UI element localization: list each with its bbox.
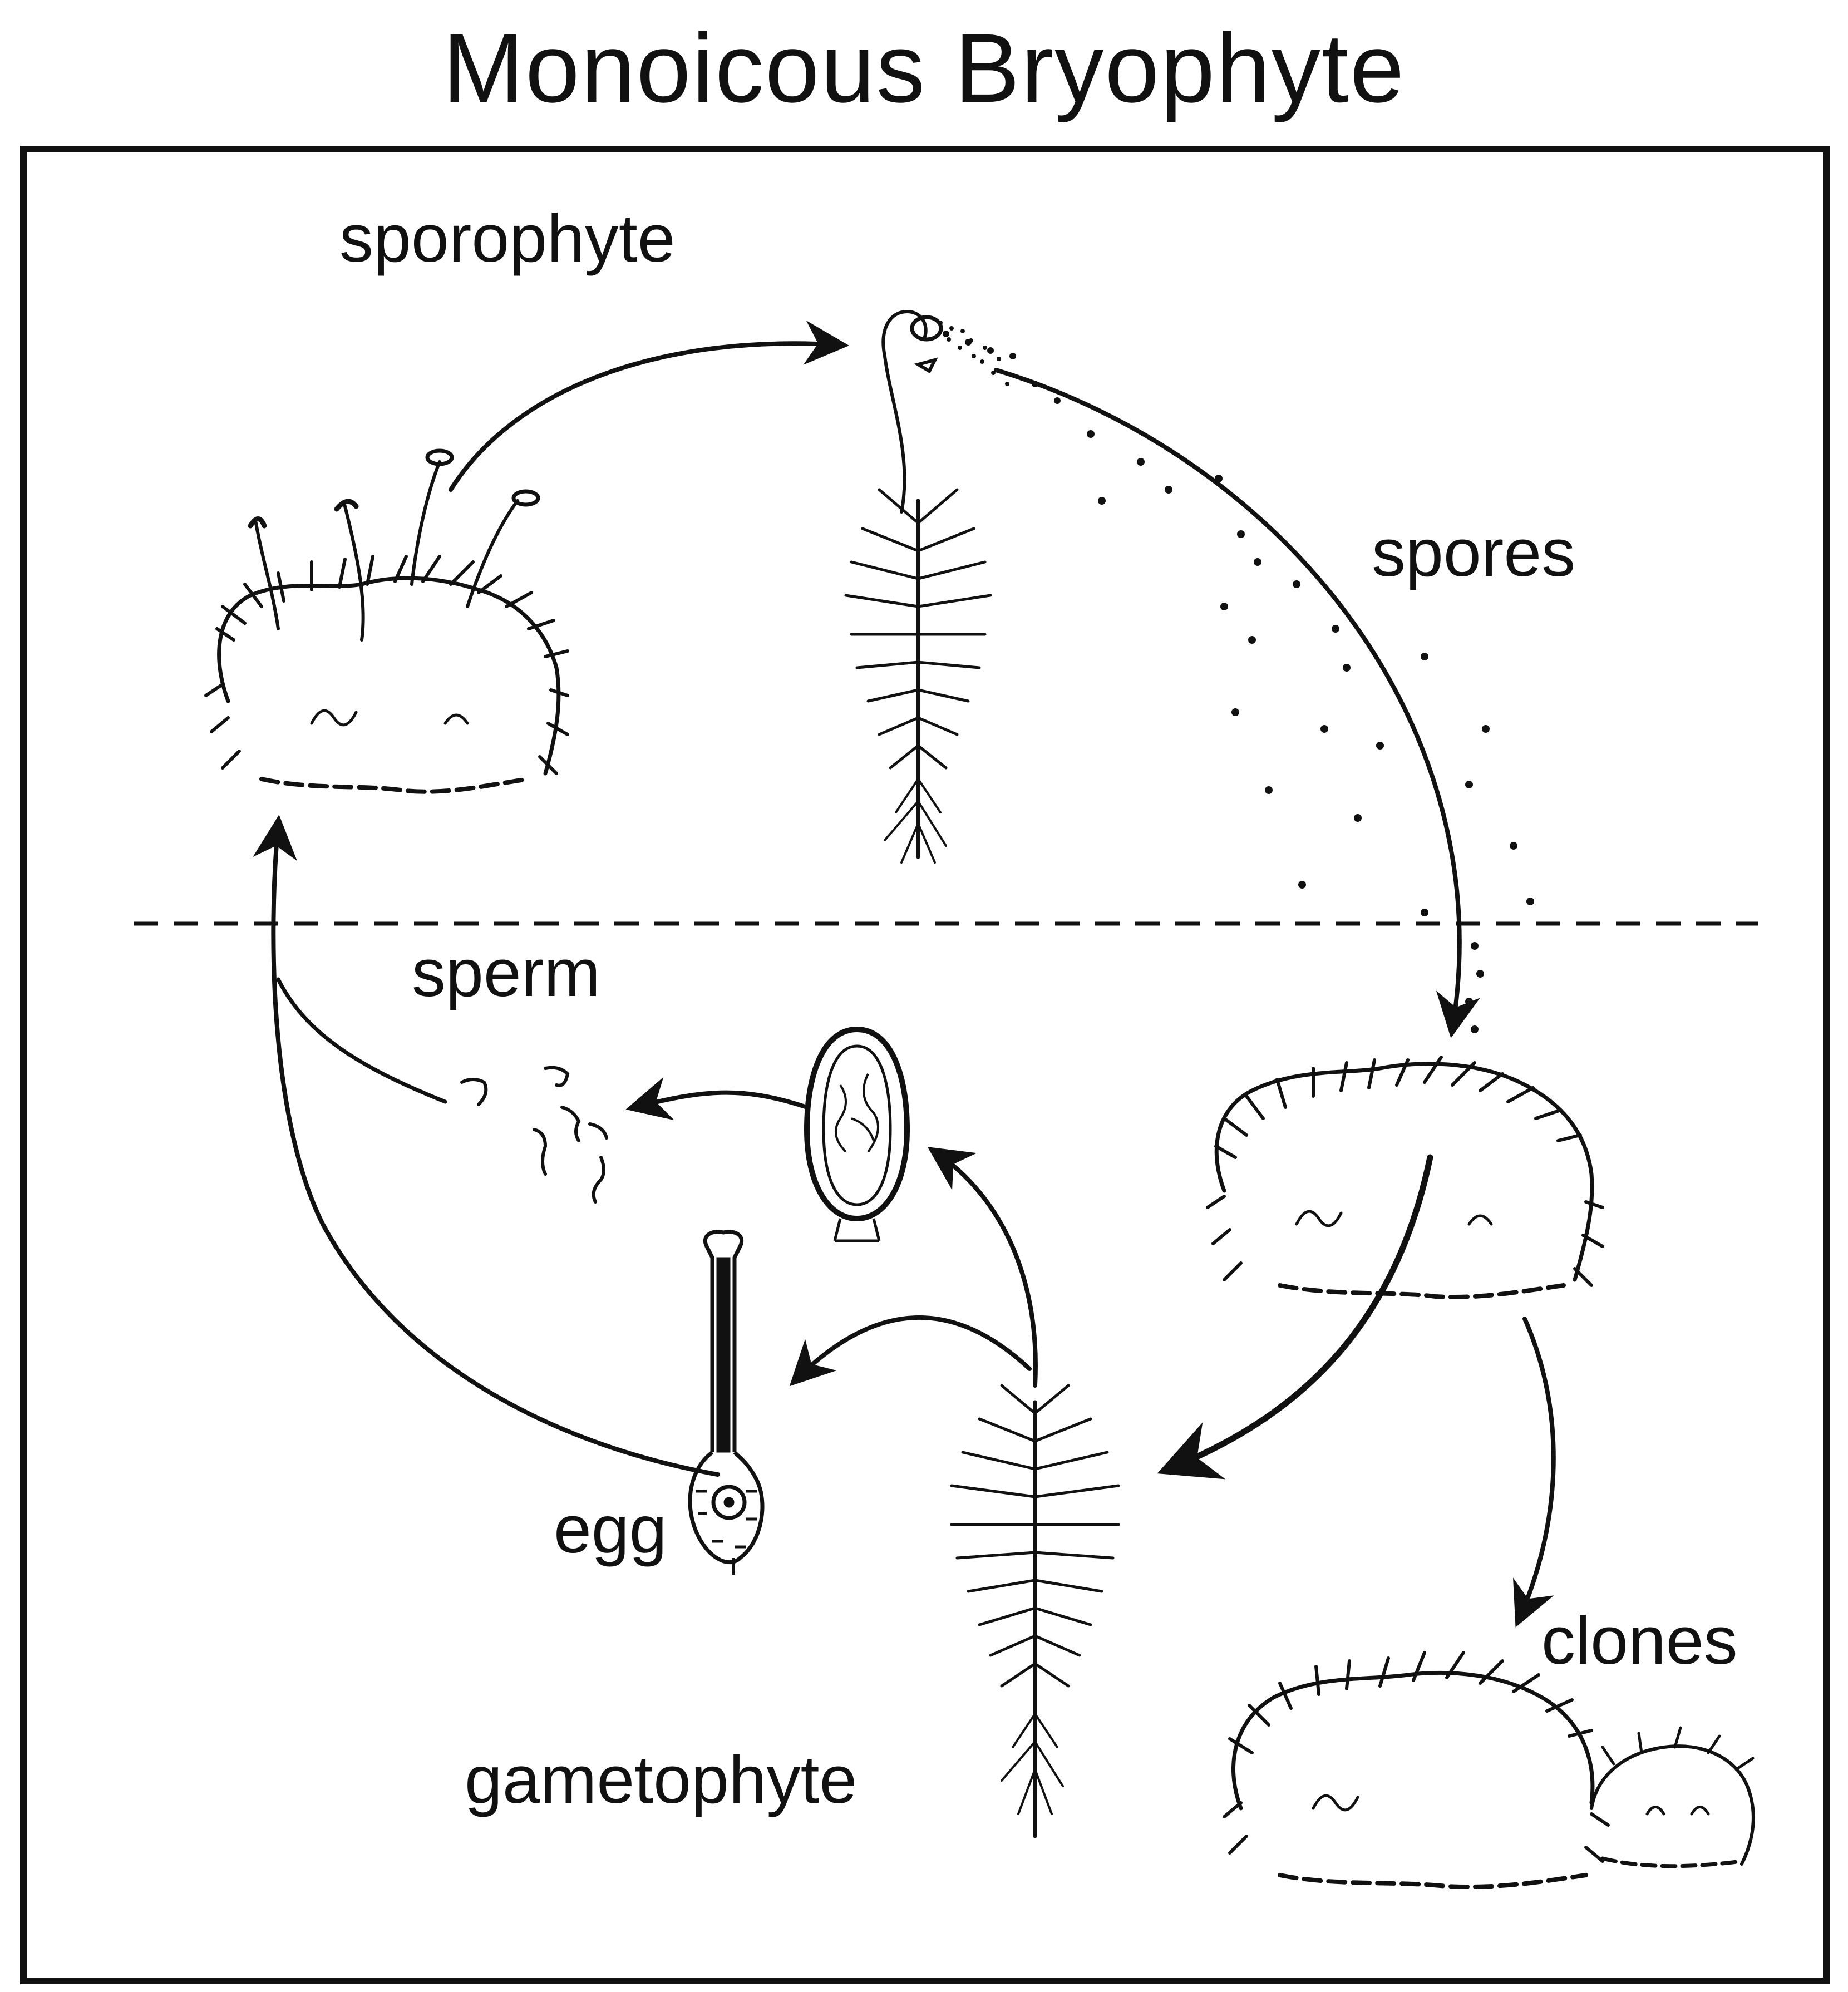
frame-border [20, 146, 1830, 1984]
gametophyte-plant [950, 1384, 1120, 1838]
diagram-title: Monoicous Bryophyte [442, 14, 1406, 123]
sperm-cells [460, 1066, 608, 1204]
cycle-arrows [253, 320, 1556, 1628]
label-sperm: sperm [412, 935, 600, 1010]
spore-dots [943, 331, 1534, 1033]
label-egg: egg [554, 1491, 667, 1567]
sporophyte-plant [844, 309, 992, 864]
moss-clones [1223, 1651, 1755, 1889]
label-gametophyte: gametophyte [465, 1742, 857, 1817]
moss-clump-gametophytes [1206, 1056, 1604, 1299]
label-spores: spores [1372, 515, 1575, 590]
antheridium [804, 1026, 910, 1242]
spore-burst [938, 321, 1009, 386]
moss-clump-with-sporophytes [204, 448, 569, 794]
archegonium [688, 1230, 765, 1575]
label-clones: clones [1541, 1603, 1738, 1678]
label-sporophyte: sporophyte [339, 200, 676, 276]
